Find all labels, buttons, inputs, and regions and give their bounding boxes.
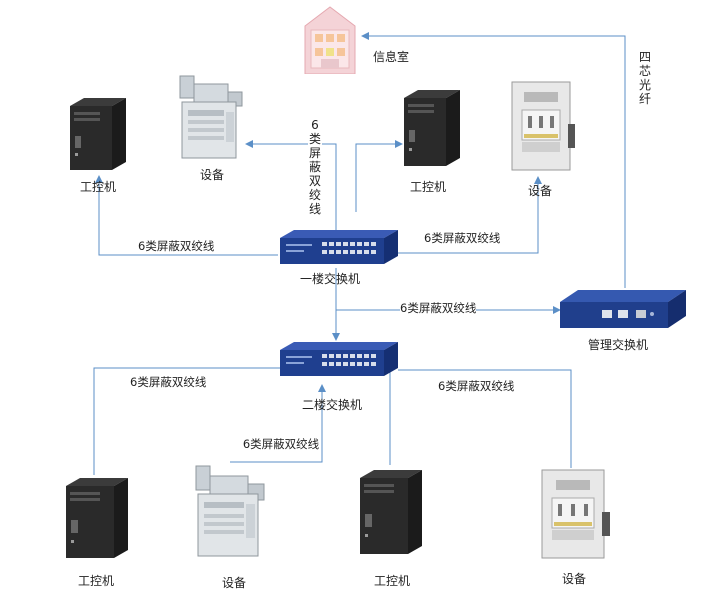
equipment-machine-icon (176, 72, 244, 162)
management-switch-icon (558, 288, 688, 330)
floor2-switch-label: 二楼交换机 (302, 398, 363, 412)
fiber-label: 四芯光纤 (638, 50, 651, 106)
floor1-switch-label: 一楼交换机 (300, 272, 361, 286)
floor1-switch-icon (276, 228, 400, 268)
cable-label: 6类屏蔽双绞线 (130, 375, 207, 389)
industrial-pc-icon (68, 98, 128, 170)
line-floor1-to-pc-top-right (355, 140, 403, 212)
equip-bot-2-label: 设备 (222, 576, 247, 590)
cable-label: 6类屏蔽双绞线 (242, 437, 320, 451)
cable-label: 6类屏蔽双绞线 (138, 239, 215, 253)
cable-label: 6类屏蔽双绞线 (400, 301, 477, 315)
cable-label: 6类屏蔽双绞线 (424, 231, 501, 245)
line-floor1-to-equip-top-mid (245, 140, 337, 230)
line-management-to-info-room (361, 32, 626, 288)
equip-bot-4-label: 设备 (562, 572, 587, 586)
industrial-pc-icon (402, 90, 462, 166)
cable-label: 6类屏蔽双绞线 (308, 118, 322, 216)
line-floor2-to-equip-bot-4 (398, 369, 572, 468)
press-machine-icon (510, 80, 576, 172)
equip-top-right-label: 设备 (528, 184, 553, 198)
management-switch-label: 管理交换机 (588, 338, 649, 352)
pc-top-right-label: 工控机 (410, 180, 447, 194)
industrial-pc-icon (64, 478, 130, 558)
pc-top-left-label: 工控机 (80, 180, 117, 194)
industrial-pc-icon (358, 470, 424, 554)
line-floor2-to-pc-bot-1 (93, 367, 280, 475)
pc-bot-1-label: 工控机 (78, 574, 115, 588)
pc-bot-3-label: 工控机 (374, 574, 411, 588)
line-floor1-to-pc-top-left (95, 175, 278, 256)
cable-label: 6类屏蔽双绞线 (438, 379, 515, 393)
info-room-building-icon (301, 4, 359, 75)
info-room-label: 信息室 (373, 50, 410, 64)
press-machine-icon (540, 468, 612, 560)
floor2-switch-icon (276, 340, 400, 380)
line-equip-bot-2-to-floor2 (230, 384, 326, 463)
equip-top-mid-label: 设备 (200, 168, 225, 182)
line-floor1-to-equip-top-right (398, 176, 542, 254)
equipment-machine-icon (192, 462, 268, 560)
